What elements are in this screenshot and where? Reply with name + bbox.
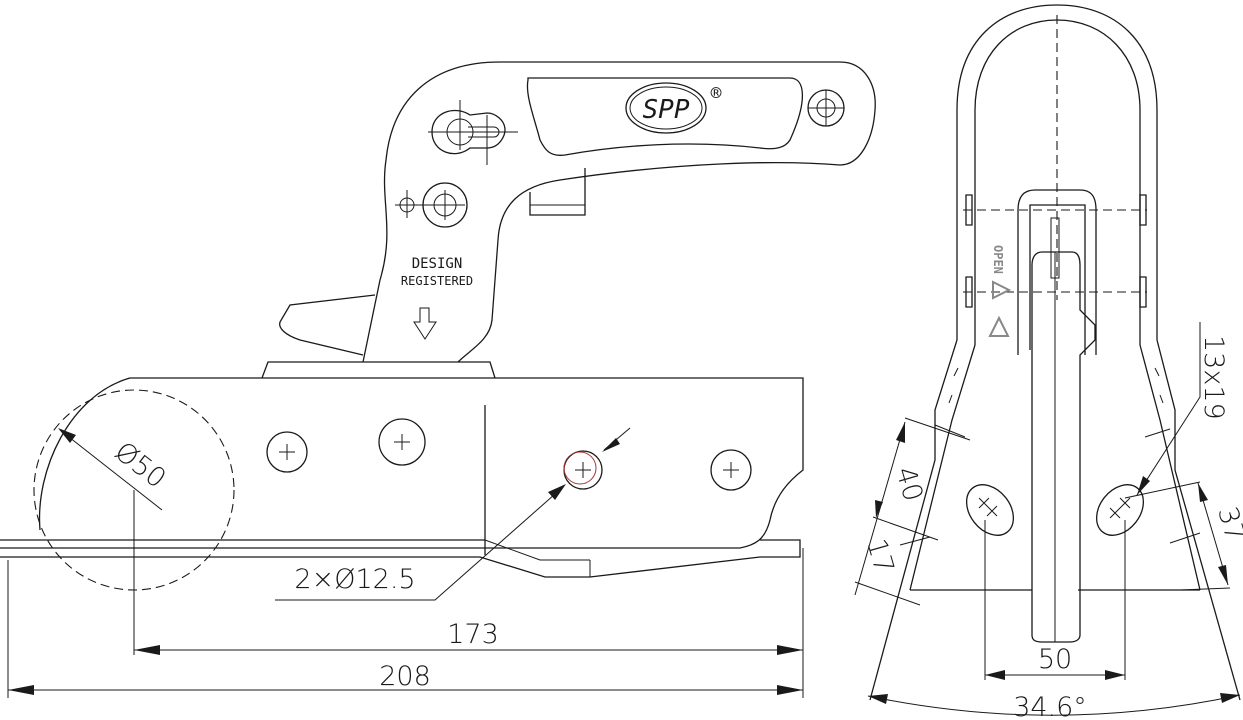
tick-marks bbox=[899, 367, 1201, 546]
handle bbox=[362, 61, 876, 363]
pin-hole bbox=[395, 182, 468, 228]
hole-spec-label: 2×Ø12.5 bbox=[294, 564, 415, 595]
hole bbox=[563, 450, 603, 490]
ball-diameter-label: Ø50 bbox=[109, 436, 172, 495]
flare-left-outer bbox=[869, 339, 958, 701]
open-label: OPEN bbox=[991, 245, 1005, 274]
mounting-slot bbox=[965, 484, 1015, 536]
hole bbox=[266, 431, 308, 473]
mounting-slot bbox=[1095, 484, 1145, 536]
registered-mark: ® bbox=[711, 83, 722, 104]
spp-logo bbox=[625, 82, 707, 134]
ball-diameter-dim: Ø50 bbox=[58, 428, 172, 511]
stop-block bbox=[529, 168, 586, 216]
base-rail bbox=[0, 539, 801, 578]
slot-size-callout: 13x19 bbox=[1136, 322, 1229, 496]
handle-lever bbox=[1031, 251, 1096, 643]
flare-left-inner bbox=[909, 344, 976, 591]
dim-40: 40 17 bbox=[854, 417, 971, 606]
open-arrow-icon bbox=[992, 280, 1012, 300]
hole bbox=[378, 418, 426, 466]
dim-208-label: 208 bbox=[379, 661, 431, 692]
lock-lever bbox=[279, 294, 376, 356]
dim-50: 50 bbox=[984, 520, 1126, 680]
rail-bend bbox=[484, 539, 590, 561]
side-lugs bbox=[965, 194, 1147, 308]
spp-logo-inner bbox=[629, 86, 703, 130]
handle-hood-inner bbox=[1029, 204, 1086, 355]
angle-dim: 34.6° bbox=[867, 692, 1241, 720]
keyhole bbox=[428, 100, 518, 165]
dim-37-label: 37 bbox=[1211, 503, 1243, 545]
flare-right-inner bbox=[1139, 344, 1201, 591]
hole bbox=[710, 449, 752, 491]
arrow-down-icon bbox=[413, 307, 437, 340]
slot-size-label: 13x19 bbox=[1198, 335, 1229, 420]
dim-17-label: 17 bbox=[860, 535, 899, 577]
dim-50-label: 50 bbox=[1038, 644, 1072, 675]
handle-grip-slot bbox=[526, 77, 804, 156]
dim-173: 173 bbox=[134, 619, 803, 655]
dim-40-label: 40 bbox=[889, 463, 928, 505]
dim-173-label: 173 bbox=[447, 619, 499, 650]
pivot-hole bbox=[807, 89, 845, 127]
handle-base-plate bbox=[261, 361, 496, 379]
design-label: DESIGN bbox=[412, 256, 463, 272]
registered-label: REGISTERED bbox=[401, 274, 473, 288]
side-view: SPP ® DESIGN REGISTERED Ø50 173 bbox=[0, 61, 876, 698]
coupling-body bbox=[0, 377, 804, 549]
warning-icon bbox=[988, 315, 1010, 337]
hole-spec-dim: 2×Ø12.5 bbox=[275, 427, 631, 601]
housing-outer bbox=[956, 4, 1158, 340]
flare-right-outer bbox=[1156, 339, 1241, 701]
handle-hood bbox=[1017, 189, 1097, 355]
dim-208: 208 bbox=[8, 661, 803, 695]
front-view: OPEN 40 17 37 13x19 bbox=[854, 4, 1243, 720]
angle-label: 34.6° bbox=[1013, 692, 1087, 720]
handle-pin bbox=[1050, 217, 1060, 279]
spp-logo-text: SPP bbox=[643, 95, 690, 125]
